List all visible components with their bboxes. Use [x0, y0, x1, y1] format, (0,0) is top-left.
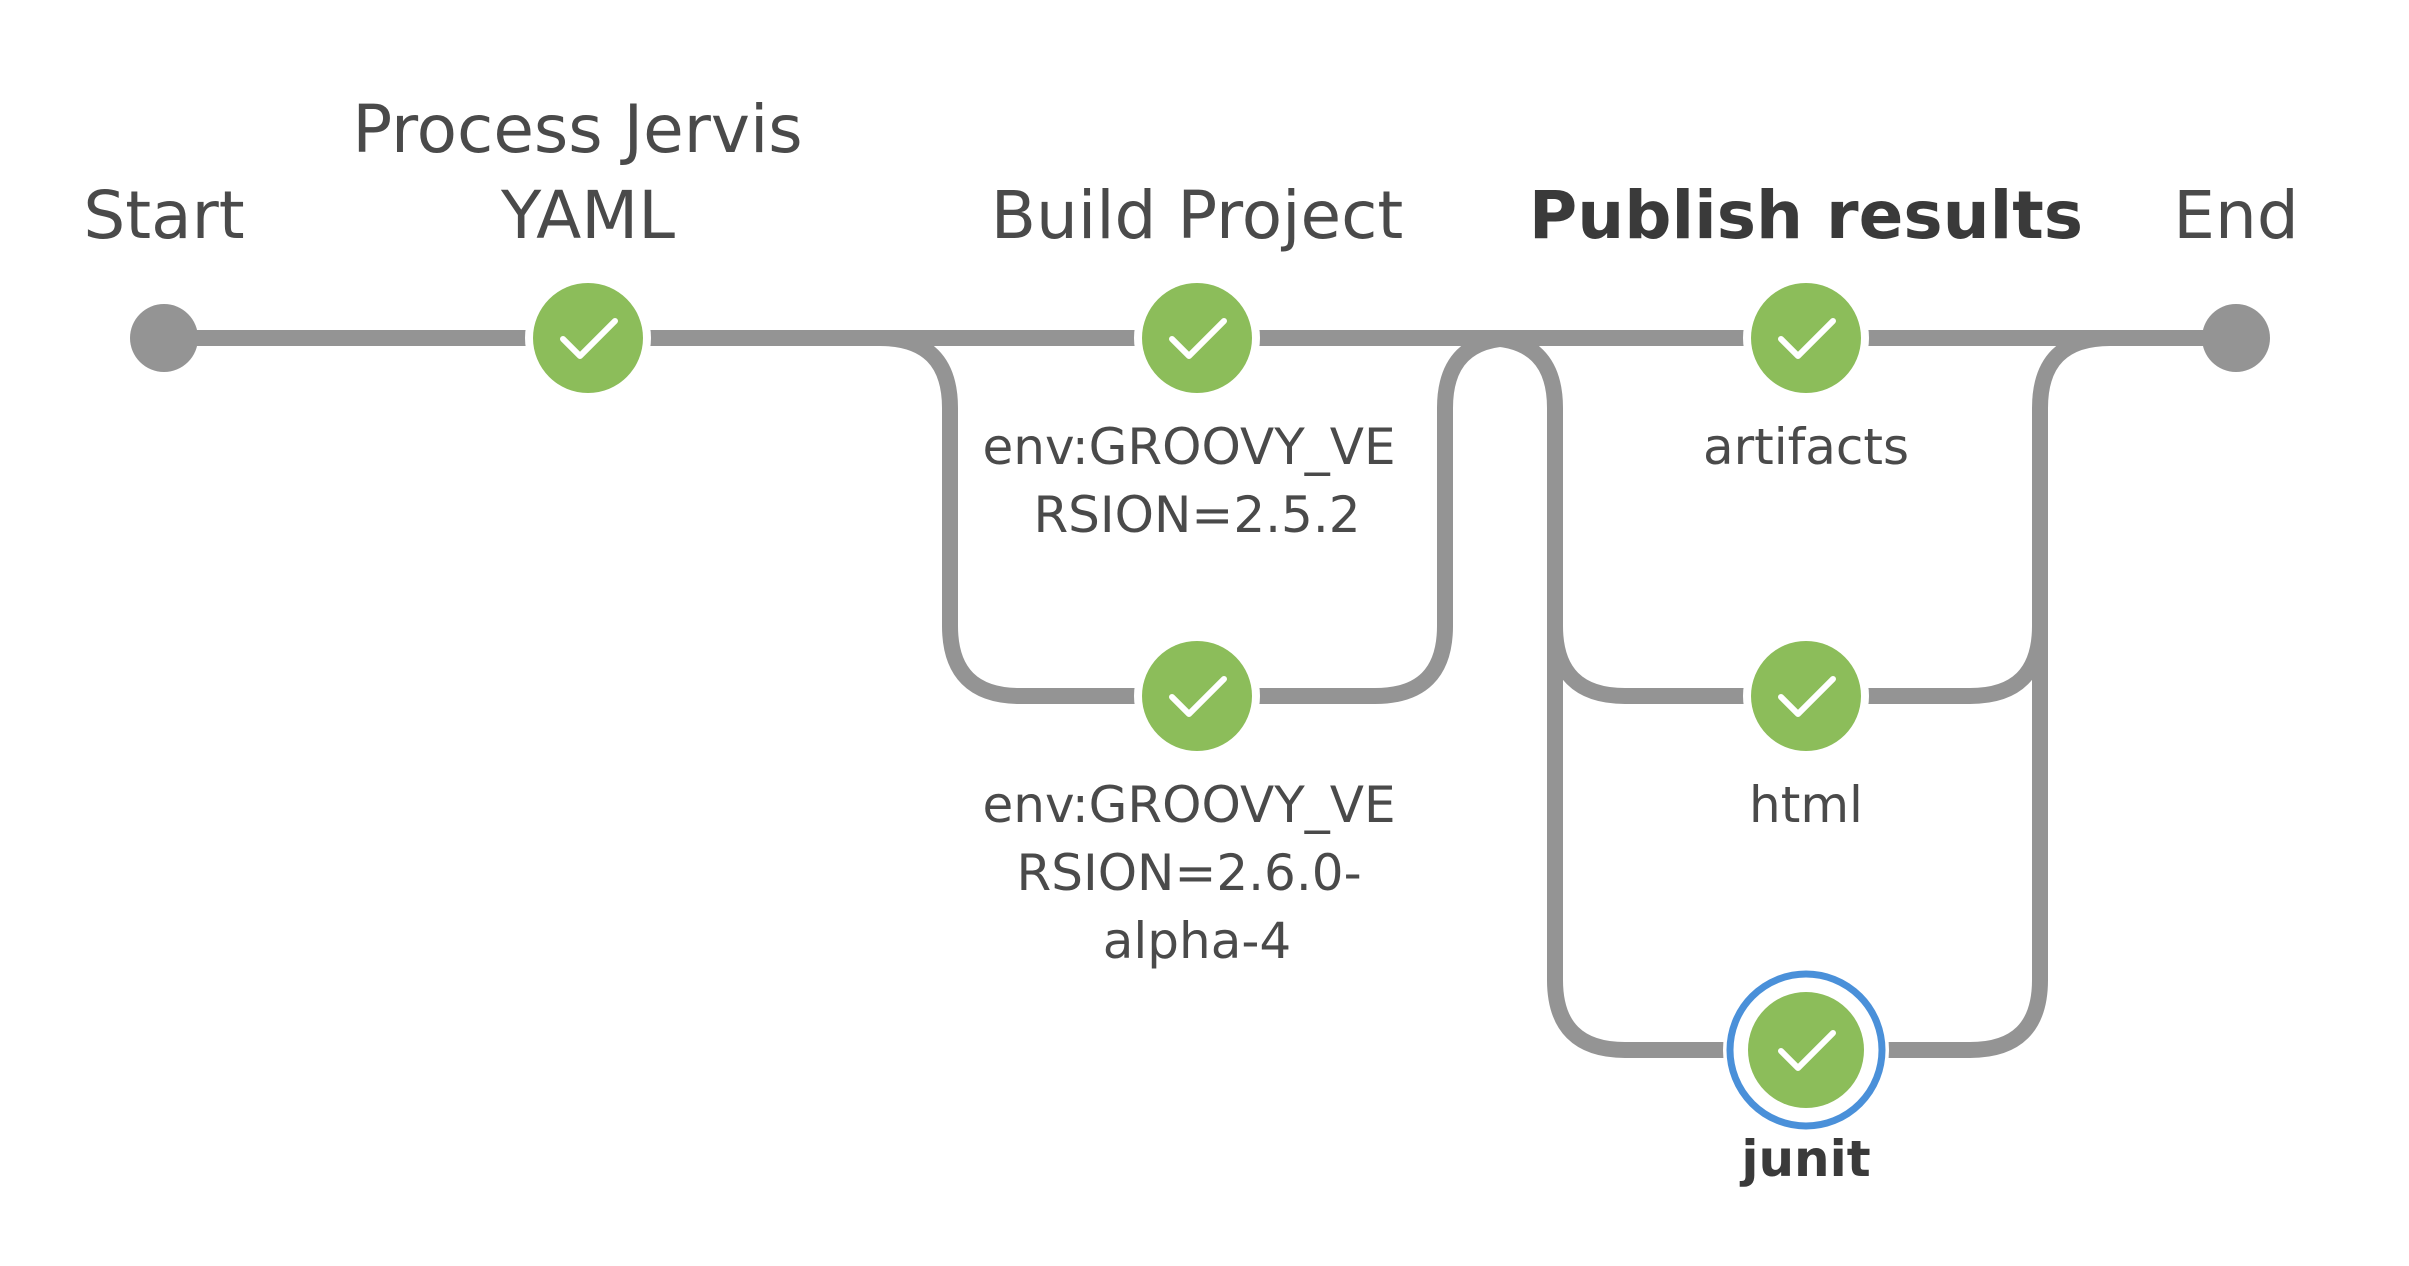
success-status-circle: [1142, 641, 1252, 751]
stage-title-publish[interactable]: Publish results: [1529, 177, 2083, 254]
stage-title-end: End: [2173, 177, 2298, 254]
build-branch-label-1[interactable]: env:GROOVY_VE RSION=2.5.2: [983, 418, 1412, 544]
check-icon: [1169, 318, 1227, 359]
check-icon: [1169, 676, 1227, 717]
success-status-circle: [533, 283, 643, 393]
stage-title-build[interactable]: Build Project: [991, 177, 1403, 254]
success-status-circle: [1142, 283, 1252, 393]
check-icon: [1778, 318, 1836, 359]
stage-title-process-line-1: Process Jervis: [352, 91, 802, 168]
build-branch-label-2-line-2: RSION=2.6.0-: [1016, 844, 1361, 902]
process-jervis-yaml-node[interactable]: [525, 275, 651, 401]
start-circle-icon: [130, 304, 198, 372]
build-branch-node-1[interactable]: [1134, 275, 1260, 401]
selected-ring-icon: [1726, 970, 1886, 1130]
publish-branch-label-html[interactable]: html: [1749, 776, 1863, 834]
publish-branch-label-junit[interactable]: junit: [1739, 1130, 1870, 1188]
build-branch-label-2-line-3: alpha-4: [1103, 912, 1291, 970]
end-circle-icon: [2202, 304, 2270, 372]
build-branch-label-2-line-1: env:GROOVY_VE: [983, 776, 1396, 834]
stage-title-start: Start: [83, 177, 244, 254]
build-branch-label-1-line-1: env:GROOVY_VE: [983, 418, 1396, 476]
success-status-circle: [1751, 641, 1861, 751]
build-branch-label-1-line-2: RSION=2.5.2: [1033, 486, 1360, 544]
check-icon: [1778, 1030, 1836, 1071]
start-node: [130, 304, 198, 372]
stage-title-process[interactable]: Process Jervis YAML: [352, 91, 823, 254]
publish-branch-node-html[interactable]: [1743, 633, 1869, 759]
publish-branch-node-artifacts[interactable]: [1743, 275, 1869, 401]
publish-branch-node-junit[interactable]: [1723, 967, 1889, 1133]
publish-branch-label-artifacts[interactable]: artifacts: [1703, 418, 1909, 476]
build-branch-node-2[interactable]: [1134, 633, 1260, 759]
build-branch-label-2[interactable]: env:GROOVY_VE RSION=2.6.0- alpha-4: [983, 776, 1412, 970]
end-node: [2202, 304, 2270, 372]
check-icon: [560, 318, 618, 359]
check-icon: [1778, 676, 1836, 717]
success-status-circle: [1751, 283, 1861, 393]
stage-title-process-line-2: YAML: [500, 177, 675, 254]
success-status-circle: [1748, 992, 1864, 1108]
